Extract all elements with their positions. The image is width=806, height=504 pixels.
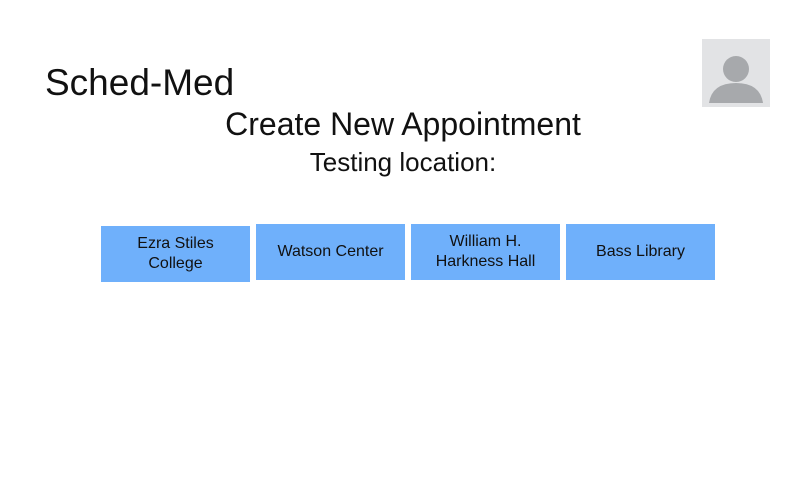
location-button-watson-center[interactable]: Watson Center [256,224,405,280]
location-button-ezra-stiles-college[interactable]: Ezra Stiles College [101,226,250,282]
testing-location-label: Testing location: [309,147,497,177]
user-avatar[interactable] [702,39,770,107]
location-button-william-h-harkness-hall[interactable]: William H. Harkness Hall [411,224,560,280]
page-title: Create New Appointment [225,106,581,142]
app-title: Sched-Med [45,62,235,103]
user-avatar-icon [709,56,763,103]
location-button-bass-library[interactable]: Bass Library [566,224,715,280]
